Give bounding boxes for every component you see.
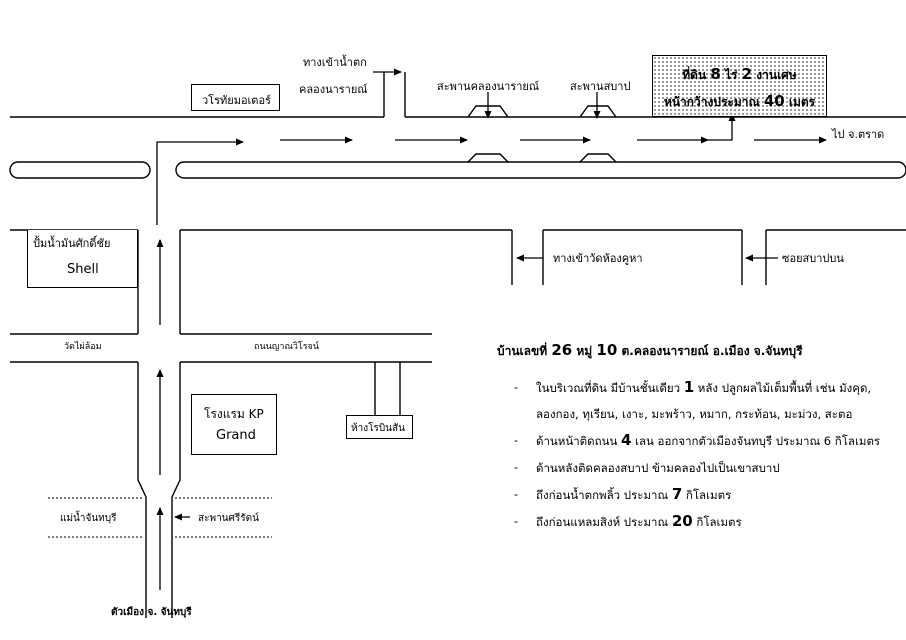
waterfall-label-line1: ทางเข้าน้ำตก: [303, 56, 367, 69]
robinson-label: ห้างโรบินสัน: [351, 423, 405, 434]
land-size: ที่ดิน 8 ไร่ 2 งานเศษ: [682, 65, 797, 83]
hotel-box: โรงแรม KP Grand: [191, 394, 277, 455]
to-trat-label: ไป จ.ตราด: [832, 128, 885, 141]
property-details-list: -ในบริเวณที่ดิน มีบ้านชั้นเดียว 1 หลัง ป…: [514, 374, 894, 535]
detail-item: -ด้านหน้าติดถนน 4 เลน ออกจากตัวเมืองจันท…: [514, 431, 881, 449]
detail-item: -ในบริเวณที่ดิน มีบ้านชั้นเดียว 1 หลัง ป…: [514, 378, 872, 421]
route-arrow: [156, 138, 244, 225]
worachai-motor-box: วโรทัยมอเตอร์: [191, 84, 280, 111]
city-label: ตัวเมือง จ. จันทบุรี: [111, 607, 192, 618]
bridge-narai-label: สะพานคลองนารายณ์: [437, 80, 540, 93]
robinson-box: ห้างโรบินสัน: [346, 415, 413, 439]
bridge-sabap-bump: [579, 105, 617, 118]
land-parcel: ที่ดิน 8 ไร่ 2 งานเศษ หน้ากว้างประมาณ 40…: [652, 55, 827, 117]
hotel-name-line1: โรงแรม KP: [204, 407, 264, 421]
land-frontage: หน้ากว้างประมาณ 40 เมตร: [663, 92, 816, 110]
river-label: แม่น้ำจันทบุรี: [60, 513, 117, 524]
road-median-west: [9, 161, 151, 179]
road-median-east: [175, 161, 906, 179]
main-road-east-lower: [171, 362, 181, 618]
address-line: บ้านเลขที่ 26 หมู่ 10 ต.คลองนารายณ์ อ.เม…: [497, 341, 803, 359]
main-road-west-lower: [137, 362, 147, 618]
bridge-sabap-label: สะพานสบาป: [570, 80, 631, 93]
gas-station-box: ปั้มน้ำมันศักดิ์ชัย Shell: [27, 230, 138, 288]
detail-item: -ด้านหลังติดคลองสบาป ข้ามคลองไปเป็นเขาสบ…: [514, 460, 780, 475]
wat-hong-kuha-label: ทางเข้าวัดห้องคูหา: [553, 252, 643, 265]
wat-phai-lom-label: วัดไผ่ล้อม: [64, 342, 102, 352]
median-bridge-sabap: [579, 153, 617, 163]
waterfall-label-line2: คลองนารายณ์: [299, 83, 368, 96]
land-entry-arrow: [708, 113, 736, 141]
detail-item: -ถึงก่อนแหลมสิงห์ ประมาณ 20 กิโลเมตร: [514, 512, 742, 530]
gas-station-label: ปั้มน้ำมันศักดิ์ชัย: [33, 237, 111, 250]
median-bridge-narai: [467, 153, 509, 163]
worachai-motor-label: วโรทัยมอเตอร์: [202, 94, 271, 107]
detail-item: -ถึงก่อนน้ำตกพลิ้ว ประมาณ 7 กิโลเมตร: [514, 485, 732, 503]
shell-label: Shell: [67, 262, 99, 277]
bridge-sri-label: สะพานศรีรัตน์: [198, 513, 259, 524]
thanon-yan-label: ถนนญาณวิโรจน์: [254, 342, 319, 352]
hotel-name-line2: Grand: [216, 428, 256, 443]
soi-sabap-label: ซอยสบาปบน: [782, 252, 844, 265]
